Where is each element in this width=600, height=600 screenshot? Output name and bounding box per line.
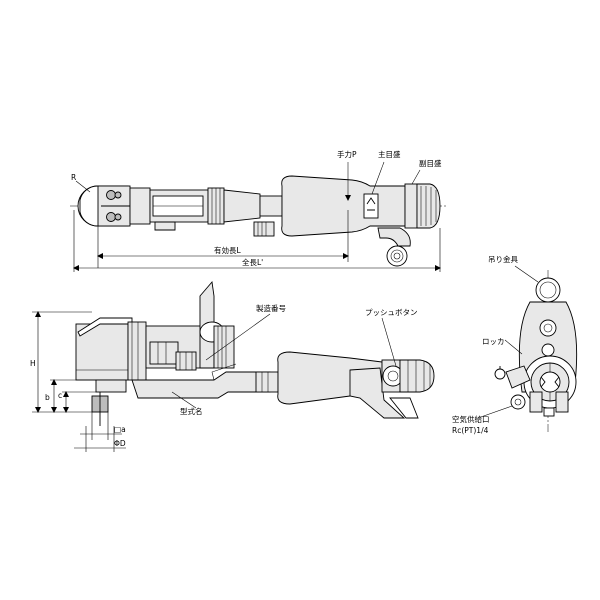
hand-force-label: 手力P xyxy=(337,149,357,159)
air-inlet-thread-label: Rc(PT)1/4 xyxy=(452,426,489,435)
top-grip xyxy=(281,175,441,267)
side-view: 製造番号 プッシュボタン 型式名 H b c □a ΦD xyxy=(30,280,435,452)
model-name-leader xyxy=(171,391,197,409)
radius-label: R xyxy=(71,173,76,182)
top-head xyxy=(77,185,151,227)
main-scale-label: 主目盛 xyxy=(378,149,401,159)
serial-number-leader xyxy=(205,313,271,361)
lifting-ring xyxy=(535,277,561,303)
serial-number-label: 製造番号 xyxy=(256,303,286,313)
top-view: 手力P 主目盛 副目盛 R 有効長L 全長L' xyxy=(70,149,448,272)
push-button-leader xyxy=(381,317,397,367)
locker-leader xyxy=(504,339,523,355)
side-head xyxy=(75,317,147,426)
end-view: 吊り金具 ロッカ 空気供給口 Rc(PT)1/4 xyxy=(452,254,578,435)
square-a-label: □a xyxy=(114,425,126,434)
side-grip xyxy=(277,351,435,419)
b-label: b xyxy=(45,393,50,402)
effective-length-label: 有効長L xyxy=(214,245,241,255)
air-inlet-label: 空気供給口 xyxy=(452,414,490,424)
top-barrel xyxy=(149,187,283,237)
sub-scale-label: 副目盛 xyxy=(419,158,442,168)
total-length-label: 全長L' xyxy=(242,257,263,267)
c-label: c xyxy=(58,391,62,400)
sub-scale-leader xyxy=(411,169,421,185)
model-name-label: 型式名 xyxy=(180,406,203,416)
radius-leader xyxy=(75,180,91,193)
height-label: H xyxy=(30,359,36,368)
locker xyxy=(505,365,531,389)
lifting-bracket-leader xyxy=(514,265,539,283)
locker-label: ロッカ xyxy=(482,337,505,346)
lifting-bracket-label: 吊り金具 xyxy=(488,254,518,264)
dia-d-label: ΦD xyxy=(114,439,126,448)
main-scale-leader xyxy=(371,161,385,195)
air-inlet-leader xyxy=(477,405,513,419)
side-body xyxy=(131,280,279,399)
push-button-label: プッシュボタン xyxy=(365,308,418,317)
air-inlet xyxy=(510,394,526,410)
